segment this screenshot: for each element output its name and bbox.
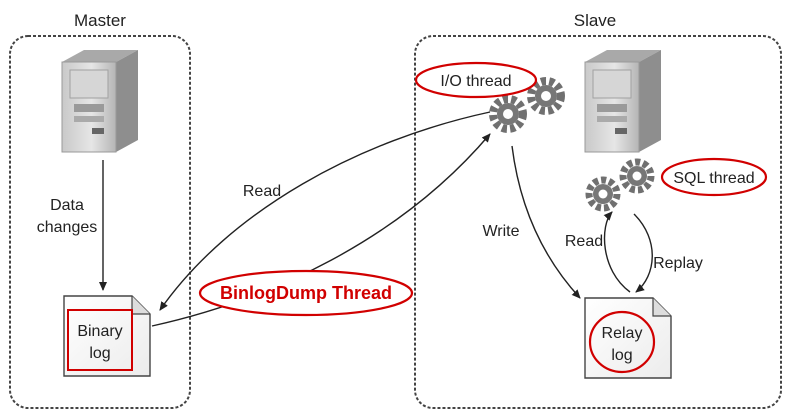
io-thread-gear-icon [489,77,565,133]
binlog-to-io-arrow [151,133,491,327]
sql-thread-label: SQL thread [673,170,754,187]
slave-server-icon [584,50,661,153]
sql-thread-gear-icon [585,158,655,212]
binary-log-document: Binary log [63,295,151,377]
master-title: Master [74,11,126,30]
relay-log-label-line1: Relay [602,325,643,342]
io-thread-label: I/O thread [440,73,511,90]
binlog-dump-thread-callout: BinlogDump Thread [198,269,414,317]
relay-log-label-line2: log [611,347,632,364]
binary-log-label-line2: log [89,345,110,362]
data-changes-label-line2: changes [37,219,98,236]
sql-thread-callout: SQL thread [660,157,768,197]
sql-read-arrow [603,211,631,293]
binary-log-highlight [67,309,133,371]
io-thread-callout: I/O thread [414,61,538,99]
replay-label: Replay [653,255,703,272]
binlog-dump-thread-label: BinlogDump Thread [220,283,392,303]
data-changes-label-line1: Data [50,197,84,214]
read-arrow [159,111,491,311]
write-arrow [511,145,581,299]
sql-read-label: Read [565,233,603,250]
relay-log-highlight [588,310,656,374]
relay-log-document: Relay log [584,297,672,379]
replay-arrow [633,213,653,293]
read-arrow-label: Read [243,183,281,200]
binary-log-label-line1: Binary [77,323,122,340]
slave-title: Slave [574,11,617,30]
write-label: Write [482,223,519,240]
master-server-icon [61,50,138,153]
